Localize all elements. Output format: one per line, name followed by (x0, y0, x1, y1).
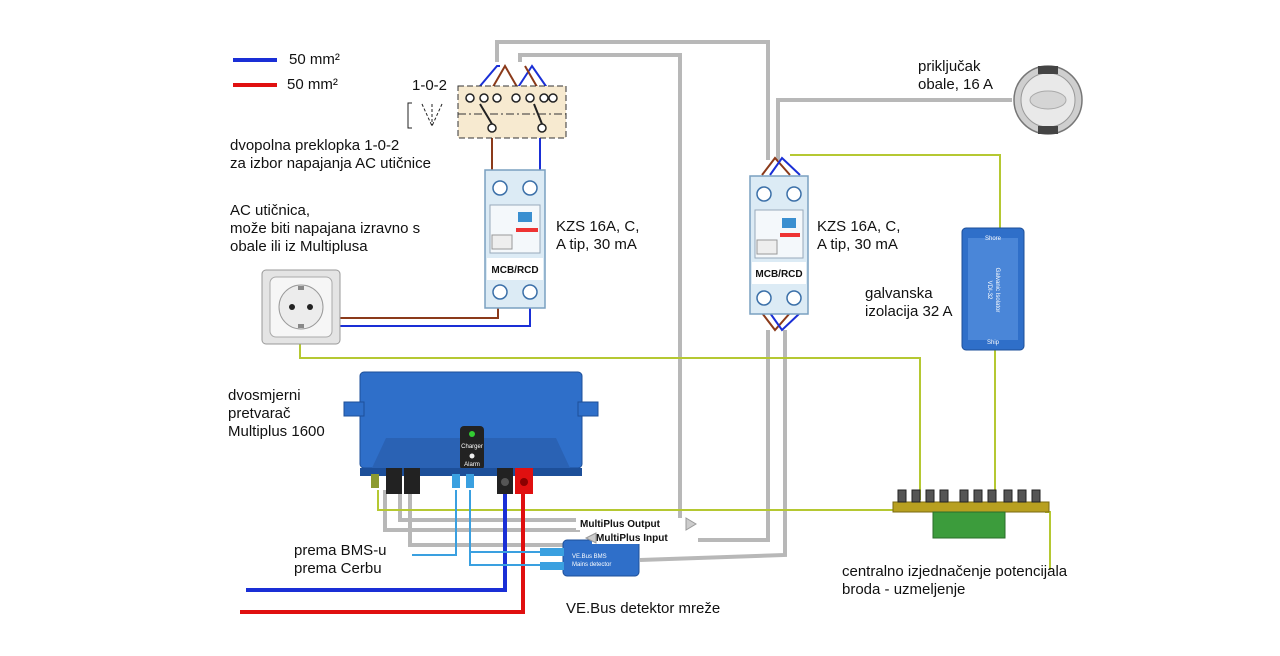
multiplus-output-label: MultiPlus Output (580, 519, 661, 530)
vebus-detector: VE.Bus BMS Mains detector (540, 539, 640, 577)
inverter-charger-led-label: Charger (461, 444, 483, 450)
switch-desc-line2: za izbor napajanja AC utičnice (230, 155, 431, 172)
mcb2-desc-line1: KZS 16A, C, (817, 218, 901, 235)
changeover-switch (407, 85, 567, 139)
socket-desc-line3: obale ili iz Multiplusa (230, 238, 368, 255)
socket-desc-line1: AC utičnica, (230, 202, 311, 219)
detector-face-title: VE.Bus BMS (572, 554, 607, 560)
mcb1-description: KZS 16A, C, A tip, 30 mA (556, 218, 639, 254)
shore-desc-line1: priključak (918, 58, 981, 75)
mcb2-description: KZS 16A, C, A tip, 30 mA (817, 218, 900, 254)
legend-blue-label: 50 mm² (289, 51, 340, 68)
inverter-description: dvosmjerni pretvarač Multiplus 1600 (228, 387, 325, 441)
ac-socket (261, 269, 341, 345)
busbar-desc-line2: broda - uzmeljenje (842, 581, 966, 598)
isolator-face-title: Galvanic Isolator (994, 268, 1000, 313)
inverter-alarm-led-label: Alarm (464, 462, 480, 468)
isolator-face-model: VDI-32 (986, 281, 992, 300)
mcb2-desc-line2: A tip, 30 mA (817, 236, 898, 253)
galvanic-isolator: Shore Ship Galvanic Isolator VDI-32 (961, 227, 1025, 351)
inverter-desc-line1: dvosmjerni (228, 387, 301, 404)
multiplus-input-label: MultiPlus Input (596, 533, 668, 544)
switch-position-label: 1-0-2 (412, 77, 448, 94)
mcb2-face-label: MCB/RCD (755, 269, 802, 280)
isolator-desc-line2: izolacija 32 A (865, 303, 953, 320)
shore-description: priključak obale, 16 A (918, 58, 993, 94)
dc-cables (240, 492, 525, 614)
mcb1-face-label: MCB/RCD (491, 265, 538, 276)
isolator-ship-label: Ship (987, 340, 1000, 346)
ac-wires (340, 63, 801, 332)
multiplus-wire-labels: MultiPlus Output MultiPlus Input (576, 517, 698, 544)
ground-busbar (892, 489, 1050, 539)
mcb1-desc-line1: KZS 16A, C, (556, 218, 640, 235)
isolator-desc-line1: galvanska (865, 285, 933, 302)
switch-desc-line1: dvopolna preklopka 1-0-2 (230, 137, 400, 154)
bms-label: prema BMS-u (294, 542, 387, 559)
shore-desc-line2: obale, 16 A (918, 76, 994, 93)
isolator-shore-label: Shore (985, 236, 1002, 242)
mcb-rcd-1: MCB/RCD (484, 169, 546, 309)
shore-inlet (1013, 65, 1083, 135)
mcb-rcd-2: MCB/RCD (749, 175, 809, 315)
legend-red-label: 50 mm² (287, 76, 338, 93)
mcb1-desc-line2: A tip, 30 mA (556, 236, 637, 253)
inverter-desc-line3: Multiplus 1600 (228, 423, 325, 440)
cerbo-label: prema Cerbu (294, 560, 382, 577)
busbar-description: centralno izjednačenje potencijala broda… (842, 563, 1067, 599)
socket-desc-line2: može biti napajana izravno s (230, 220, 421, 237)
ground-wires (299, 154, 1051, 570)
signal-cables (412, 490, 540, 566)
multiplus-inverter: Charger Alarm (343, 371, 599, 494)
busbar-desc-line1: centralno izjednačenje potencijala (842, 563, 1068, 580)
detector-face-sub: Mains detector (572, 562, 611, 568)
inverter-desc-line2: pretvarač (228, 405, 291, 422)
switch-description: dvopolna preklopka 1-0-2 za izbor napaja… (230, 137, 431, 173)
isolator-description: galvanska izolacija 32 A (865, 285, 953, 321)
socket-description: AC utičnica, može biti napajana izravno … (230, 202, 420, 256)
detector-description: VE.Bus detektor mreže (566, 600, 721, 617)
